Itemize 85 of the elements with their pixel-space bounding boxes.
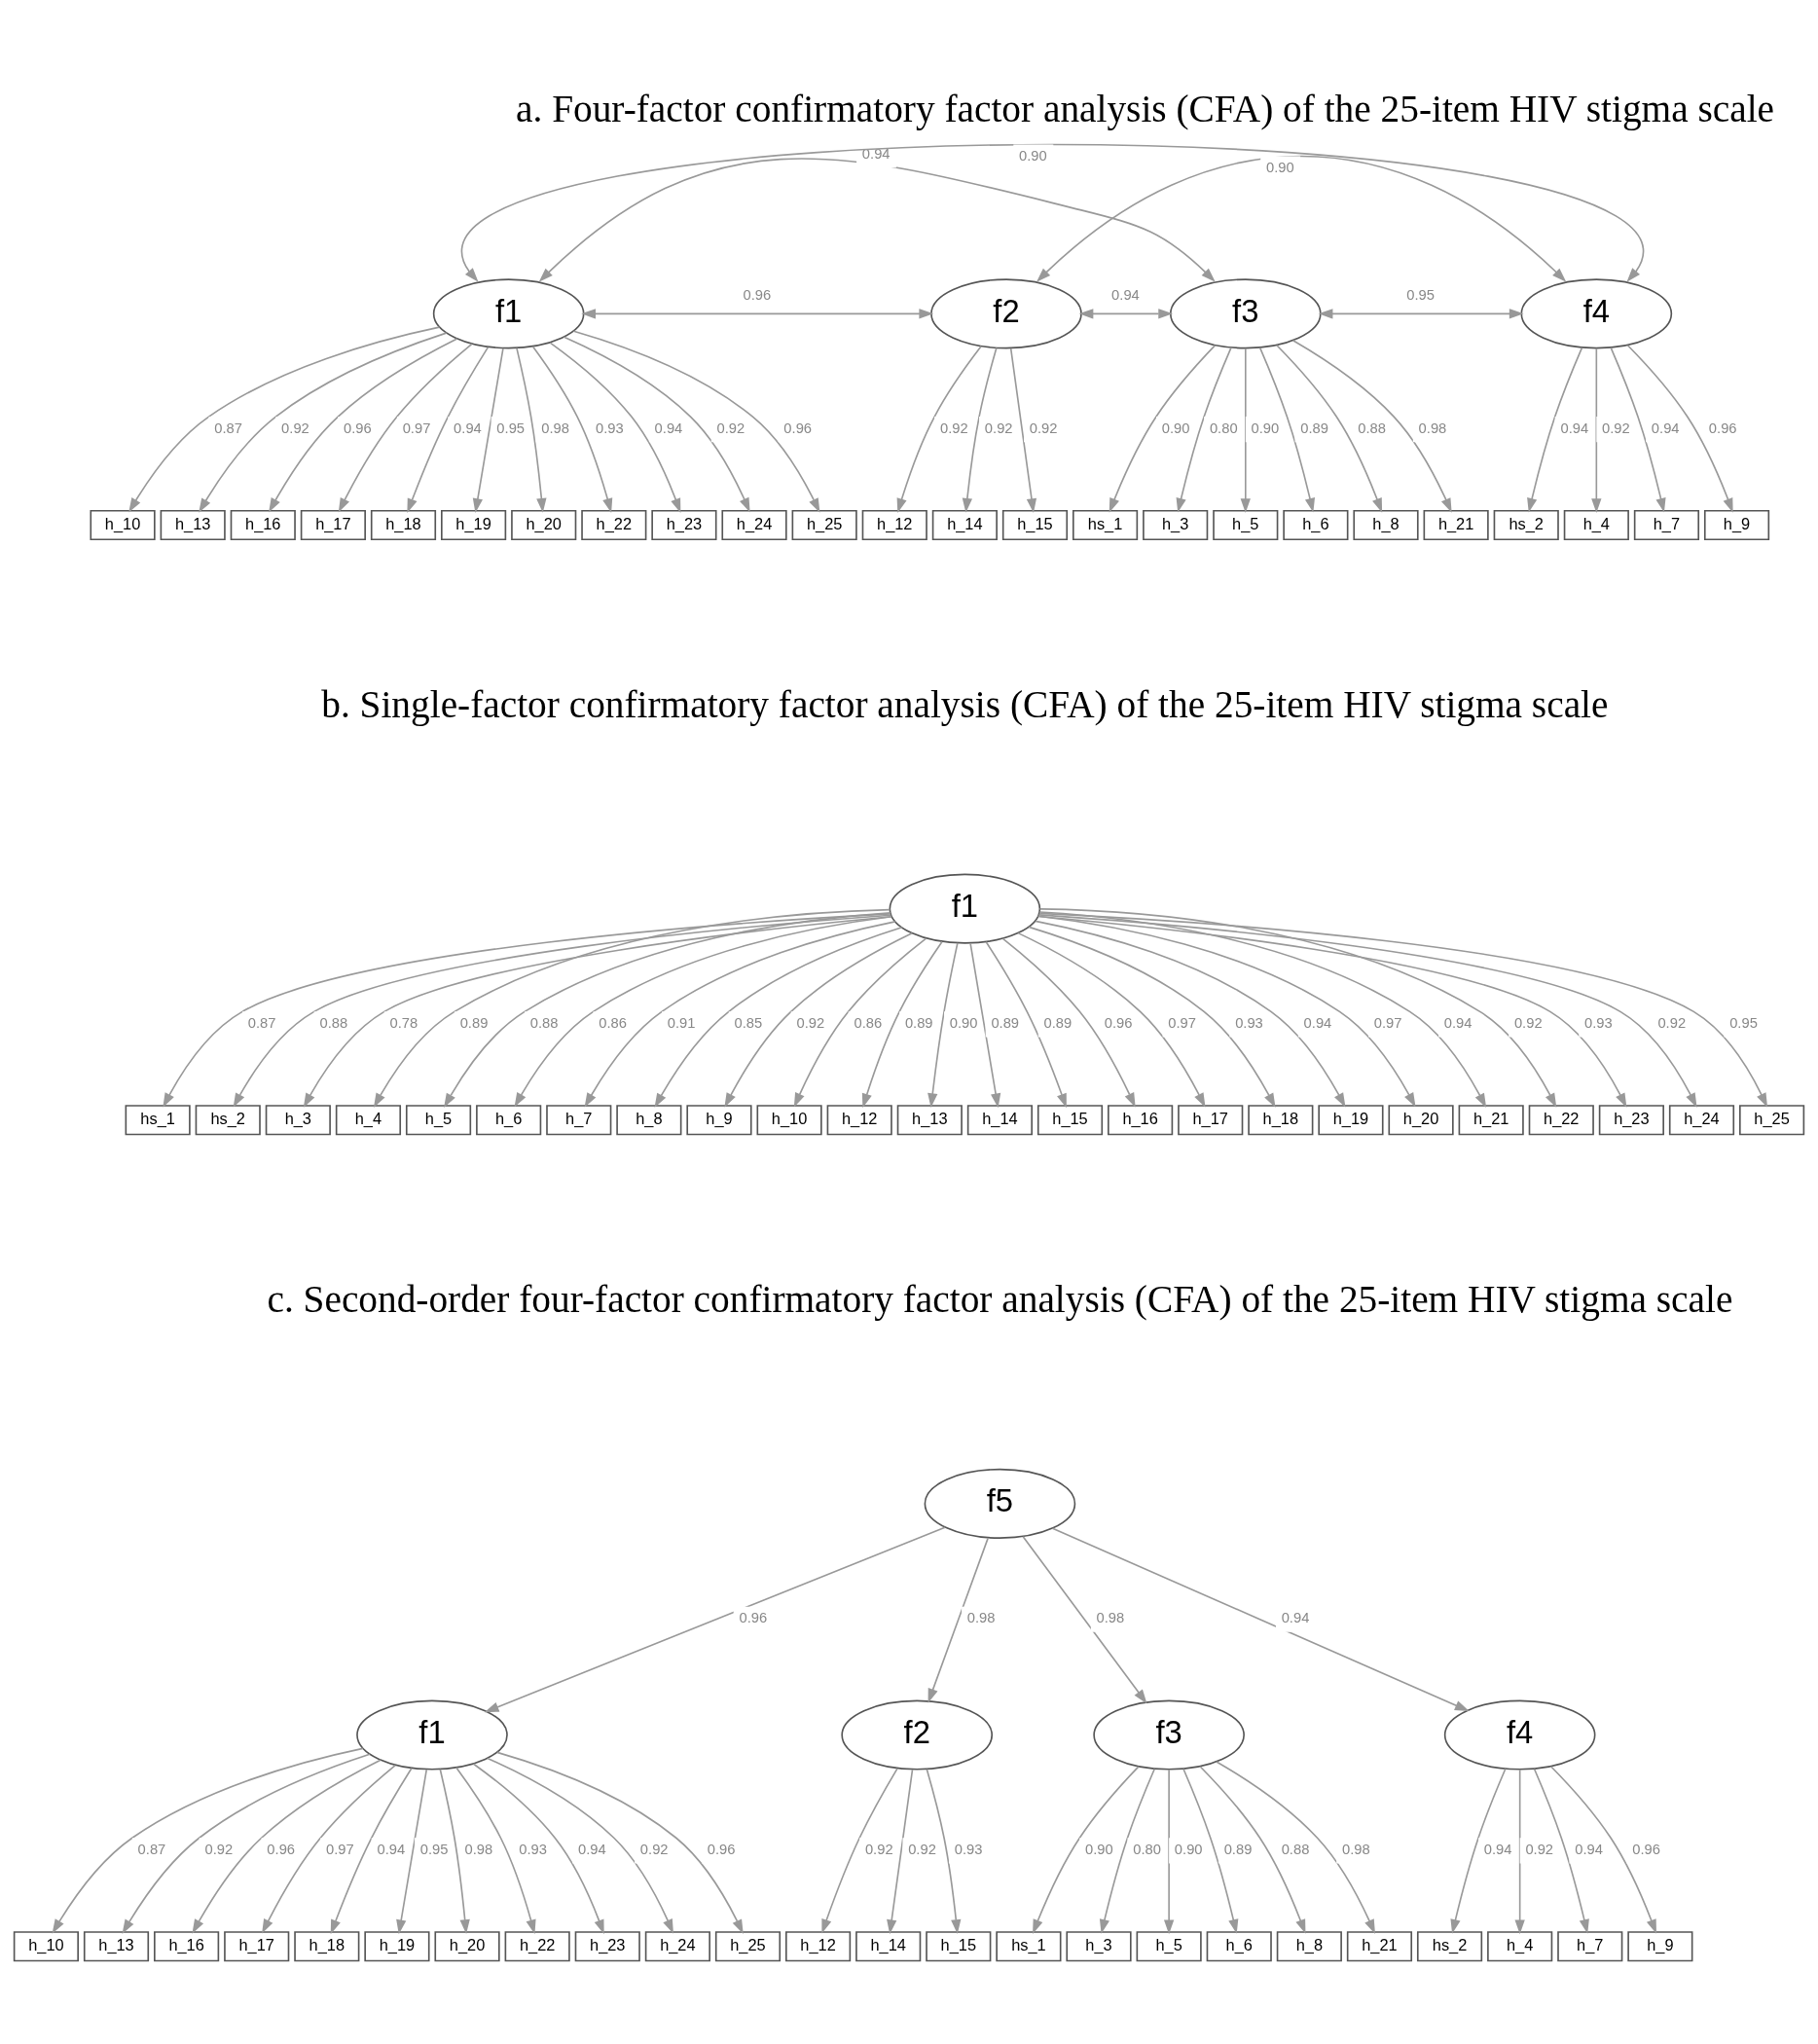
edge-label: 0.95 (496, 420, 526, 436)
edge-label: 0.90 (1174, 1841, 1203, 1857)
edge-label: 0.89 (991, 1015, 1020, 1032)
edge-label: 0.92 (716, 420, 745, 436)
edge-label: 0.94 (1651, 420, 1680, 436)
edge-label: 0.92 (908, 1841, 936, 1857)
edge-label: 0.94 (1443, 1015, 1473, 1032)
edge-label: 0.90 (1085, 1841, 1113, 1857)
edge-label: 0.96 (743, 286, 772, 303)
edge-label: 0.90 (949, 1015, 978, 1032)
edge-label: 0.93 (954, 1841, 983, 1857)
edge-label: 0.94 (1303, 1015, 1332, 1032)
edge-label: 0.88 (529, 1015, 559, 1032)
edge-label: 0.91 (667, 1015, 696, 1032)
edge-label: 0.96 (344, 420, 372, 436)
edge-label: 0.94 (577, 1841, 606, 1857)
edge-label: 0.92 (864, 1841, 893, 1857)
edge-label: 0.96 (783, 420, 813, 436)
edge-label: 0.89 (1043, 1015, 1073, 1032)
edge-label: 0.98 (1096, 1610, 1125, 1626)
edge-label: 0.98 (541, 420, 569, 436)
edge-label: 0.90 (1019, 148, 1047, 164)
edge-label: 0.94 (861, 145, 891, 162)
edge-label: 0.90 (1161, 420, 1190, 436)
edge-label: 0.90 (1251, 420, 1280, 436)
edge-label: 0.80 (1133, 1841, 1161, 1857)
edge-label: 0.86 (854, 1015, 883, 1032)
edge-label: 0.92 (281, 420, 309, 436)
edge-label: 0.94 (377, 1841, 406, 1857)
edge-label: 0.95 (419, 1841, 449, 1857)
edge-label: 0.78 (389, 1015, 418, 1032)
edge-label: 0.92 (204, 1841, 234, 1857)
edge-label: 0.87 (214, 420, 242, 436)
edge-label: 0.94 (1281, 1610, 1310, 1626)
edge-label: 0.92 (1029, 420, 1058, 436)
edge-label: 0.88 (1281, 1841, 1310, 1857)
edge-label: 0.92 (984, 420, 1013, 436)
edge-label: 0.80 (1209, 420, 1238, 436)
edge-label: 0.86 (599, 1015, 627, 1032)
edge-label: 0.95 (1729, 1015, 1758, 1032)
edge-label: 0.92 (1602, 420, 1630, 436)
edge-label: 0.88 (319, 1015, 348, 1032)
edge-label: 0.94 (1560, 420, 1589, 436)
edge-label: 0.92 (939, 420, 968, 436)
edge-label: 0.98 (1418, 420, 1447, 436)
edge-label: 0.93 (1235, 1015, 1263, 1032)
label: a. Four-factor confirmatory factor analysis (CFA) of the 25-item HIV stigma scale (516, 88, 1775, 131)
label: b. Single-factor confirmatory factor analysis (CFA) of the 25-item HIV stigma scale (321, 682, 1609, 726)
edge-label: 0.97 (1168, 1015, 1196, 1032)
edge-label: 0.89 (904, 1015, 933, 1032)
edge-label: 0.89 (459, 1015, 489, 1032)
edge-label: 0.97 (402, 420, 431, 436)
edge-label: 0.96 (739, 1610, 768, 1626)
edge-label: 0.92 (1525, 1841, 1554, 1857)
edge-label: 0.97 (326, 1841, 354, 1857)
edge-label: 0.93 (1584, 1015, 1613, 1032)
edge-label: 0.94 (654, 420, 683, 436)
edge-label: 0.90 (1265, 160, 1294, 176)
edge-label: 0.89 (1300, 420, 1329, 436)
edge-label: 0.89 (1223, 1841, 1253, 1857)
edge-label: 0.98 (966, 1610, 996, 1626)
edge-label: 0.87 (247, 1015, 276, 1032)
edge-label: 0.94 (1483, 1841, 1512, 1857)
edge-label: 0.94 (1111, 286, 1140, 303)
edge-label: 0.92 (1513, 1015, 1543, 1032)
edge-label: 0.96 (707, 1841, 736, 1857)
edge-label: 0.95 (1406, 286, 1435, 303)
edge-label: 0.93 (595, 420, 624, 436)
edge-label: 0.92 (1657, 1015, 1687, 1032)
edge-label: 0.96 (1104, 1015, 1133, 1032)
edge-label: 0.94 (1575, 1841, 1603, 1857)
edge-label: 0.97 (1373, 1015, 1402, 1032)
edge-label: 0.96 (1632, 1841, 1660, 1857)
edge-label: 0.98 (464, 1841, 493, 1857)
edge-label: 0.87 (137, 1841, 166, 1857)
edge-label: 0.92 (796, 1015, 825, 1032)
edge-label: 0.93 (519, 1841, 547, 1857)
edge-label: 0.92 (639, 1841, 669, 1857)
edge-label: 0.96 (1708, 420, 1737, 436)
edge-label: 0.94 (454, 420, 482, 436)
edge-label: 0.88 (1358, 420, 1387, 436)
edge-label: 0.98 (1341, 1841, 1370, 1857)
edge-label: 0.96 (267, 1841, 296, 1857)
edge-label: 0.85 (734, 1015, 763, 1032)
label: c. Second-order four-factor confirmatory factor analysis (CFA) of the 25-item HIV stigma scale (267, 1277, 1733, 1321)
